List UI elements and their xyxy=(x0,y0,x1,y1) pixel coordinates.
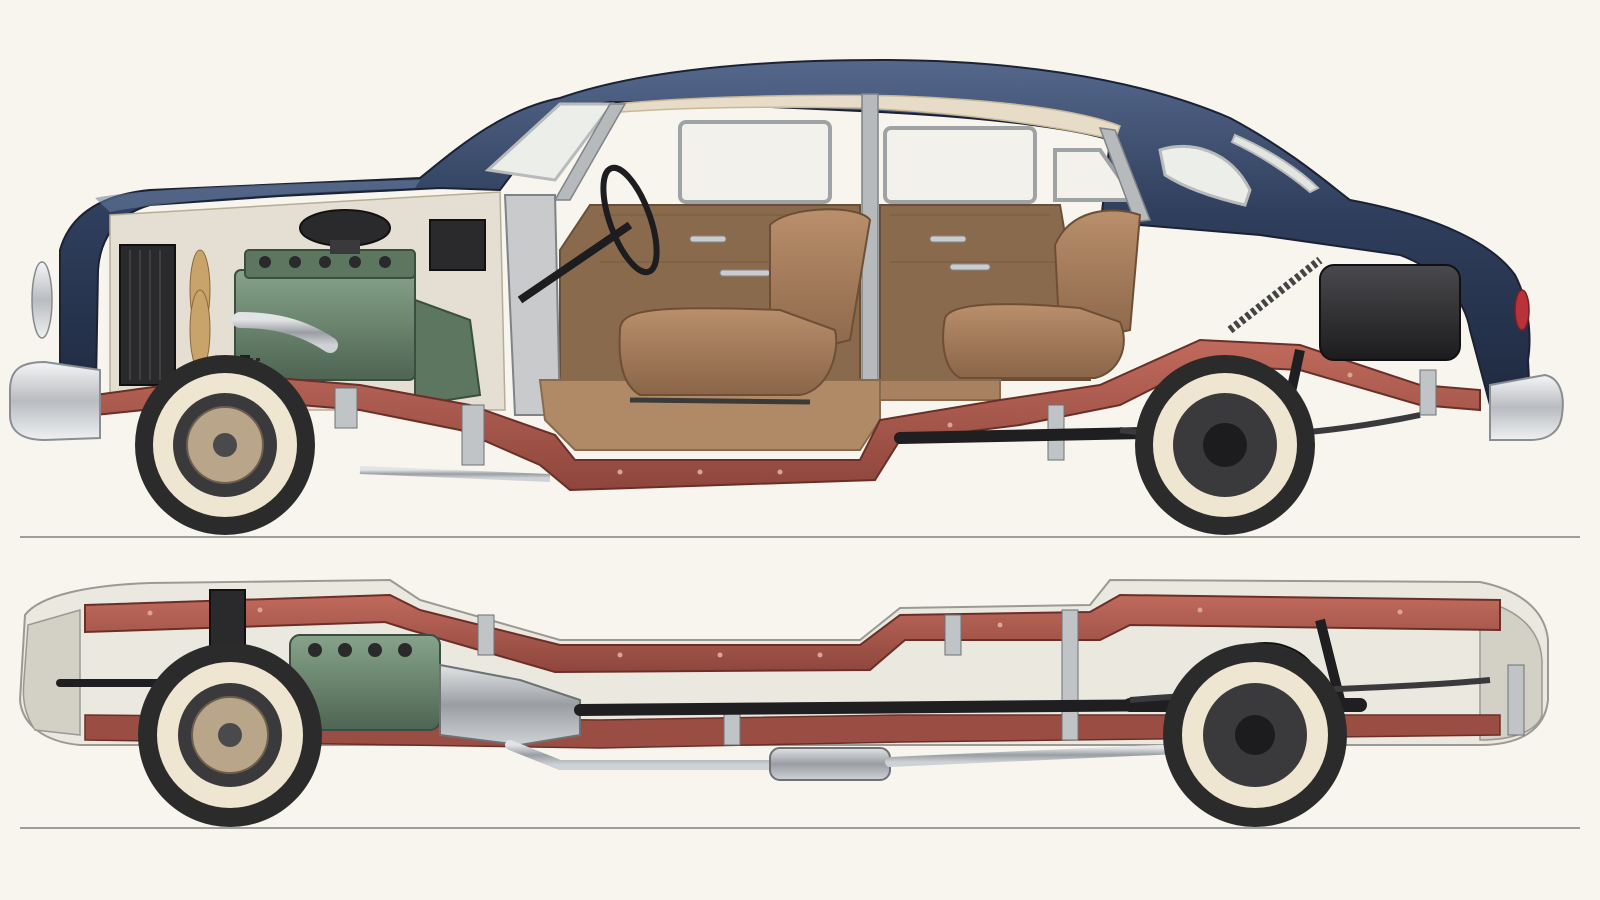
rear-wheel-bottom xyxy=(1163,643,1347,827)
frame-brackets-top xyxy=(334,369,1437,466)
coil-rear-upper xyxy=(1227,256,1323,334)
driveshaft-bottom xyxy=(574,699,1196,716)
headlight xyxy=(31,261,53,339)
frame-rivets-bottom xyxy=(147,607,1403,658)
chassis-underside-view xyxy=(18,578,1580,829)
door-handles xyxy=(689,235,991,277)
rear-floor xyxy=(879,379,1001,401)
taillight xyxy=(1514,289,1530,331)
spark-plugs xyxy=(259,256,391,268)
battery xyxy=(429,219,486,271)
transmission xyxy=(439,663,581,747)
exhaust-manifold xyxy=(232,312,338,353)
rear-seat-cushion xyxy=(942,303,1125,379)
muffler xyxy=(769,747,891,781)
front-bumper xyxy=(9,360,101,442)
front-seat-cushion xyxy=(618,307,838,396)
radiator-fins xyxy=(129,250,161,380)
exhaust-pipe-top xyxy=(359,466,551,482)
rear-side-window xyxy=(883,126,1037,204)
rear-window xyxy=(1158,144,1252,207)
bellhousing xyxy=(414,298,482,407)
cooling-fan xyxy=(189,249,211,371)
frame-rail-bottom xyxy=(84,593,1501,674)
side-cutaway-view xyxy=(9,58,1580,538)
engine-cylinders-bottom xyxy=(308,643,412,657)
radiator xyxy=(119,244,176,386)
carburetor xyxy=(330,240,360,254)
steering-column xyxy=(517,221,633,304)
rear-wheel-top xyxy=(1135,355,1315,535)
fuel-tank xyxy=(1319,264,1461,361)
front-wheel-top xyxy=(135,355,315,535)
front-wheel-bottom xyxy=(138,643,322,827)
tailpipe xyxy=(885,743,1205,767)
steering-wheel xyxy=(600,164,660,276)
frame-rail-top xyxy=(94,338,1481,492)
seat-rail xyxy=(629,397,811,405)
hood-highlight xyxy=(95,180,420,212)
rear-deck-window xyxy=(1230,133,1320,194)
front-side-window xyxy=(678,120,832,204)
front-apron xyxy=(22,609,81,736)
rear-bumper xyxy=(1489,373,1564,441)
exhaust-pipe-bottom xyxy=(505,740,775,770)
